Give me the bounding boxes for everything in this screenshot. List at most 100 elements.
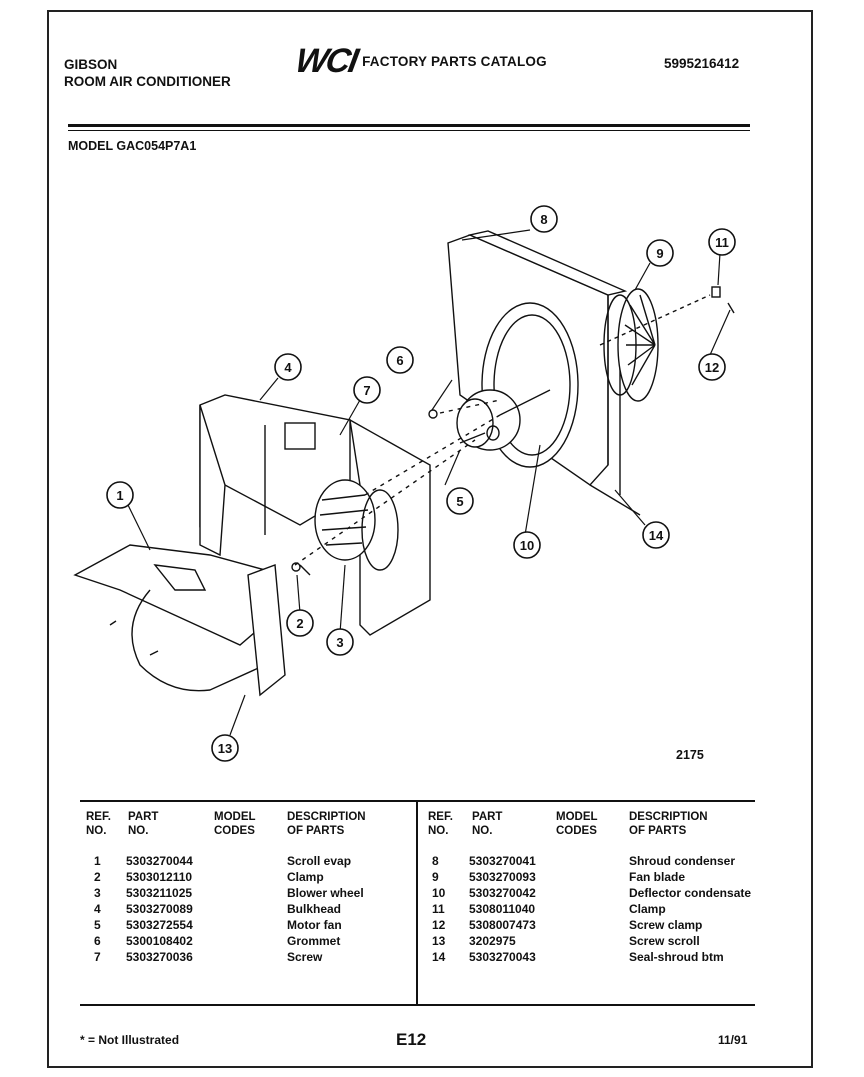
svg-text:14: 14 [649,528,664,543]
table-cell-ref: 12 [432,918,446,932]
svg-text:13: 13 [218,741,232,756]
table-cell-ref: 11 [432,902,445,916]
callout-2: 2 [286,609,314,637]
table-cell-desc: Shroud condenser [629,854,736,868]
header-desc-left: DESCRIPTION OF PARTS [287,811,366,837]
header-part-left: PART NO. [128,811,159,837]
scroll-evap-part [73,544,286,697]
table-cell-desc: Bulkhead [287,902,342,916]
page-number: E12 [396,1030,427,1049]
table-cell-ref: 14 [432,950,446,964]
callout-6: 6 [386,346,414,374]
callout-14: 14 [642,521,670,549]
table-cell-desc: Screw [287,950,323,964]
table-cell-part: 5303270036 [126,950,193,964]
table-cell-desc: Deflector condensate [629,886,752,900]
table-cell-desc: Scroll evap [287,854,352,868]
svg-text:11: 11 [715,235,729,250]
table-cell-ref: 7 [94,950,101,964]
table-cell-desc: Motor fan [287,918,342,932]
svg-text:10: 10 [520,538,534,553]
header-part-right: PART NO. [472,811,503,837]
model-line: MODEL GAC054P7A1 [68,139,197,153]
catalog-title: FACTORY PARTS CATALOG [362,53,547,69]
catalog-title-block: WCI FACTORY PARTS CATALOG [292,42,547,80]
table-cell-desc: Blower wheel [287,886,364,900]
table-cell-desc: Screw clamp [629,918,703,932]
svg-text:8: 8 [540,212,547,227]
header-model-right: MODEL CODES [556,811,598,837]
header-model-left: MODEL CODES [214,811,256,837]
exploded-parts-diagram: 8 9 11 12 6 7 4 5 10 14 1 2 3 13 [73,205,736,762]
header-rule-thick [68,124,750,127]
clamp-part [711,286,735,314]
table-cell-ref: 8 [432,854,439,868]
header-ref-right: REF. NO. [428,811,453,837]
callout-7: 7 [353,376,381,404]
table-cell-part: 5303270044 [126,854,193,868]
catalog-date: 11/91 [718,1033,748,1047]
table-cell-desc: Clamp [629,902,666,916]
header-rule-thin [68,130,750,131]
table-cell-ref: 6 [94,934,101,948]
table-cell-desc: Grommet [287,934,341,948]
table-cell-desc: Seal-shroud btm [629,950,724,964]
table-cell-part: 5303270089 [126,902,193,916]
table-cell-part: 5308011040 [469,902,536,916]
svg-text:5: 5 [456,494,463,509]
callout-4: 4 [274,353,302,381]
catalog-number: 5995216412 [664,56,740,71]
svg-text:12: 12 [705,360,719,375]
callout-12: 12 [698,353,726,381]
table-cell-part: 5303270093 [469,870,536,884]
header-ref-left: REF. NO. [86,811,111,837]
table-cell-part: 5308007473 [469,918,536,932]
table-divider [416,802,418,1004]
svg-text:4: 4 [284,360,292,375]
not-illustrated-note: * = Not Illustrated [80,1033,180,1047]
svg-text:2: 2 [296,616,303,631]
blower-housing-part [314,418,431,636]
callout-5: 5 [446,487,474,515]
page-frame [47,10,813,1068]
table-cell-part: 5303270043 [469,950,536,964]
table-cell-part: 3202975 [469,934,516,948]
table-cell-ref: 5 [94,918,101,932]
callout-11: 11 [708,228,736,256]
table-cell-ref: 10 [432,886,446,900]
table-cell-part: 5303272554 [126,918,193,932]
svg-text:9: 9 [656,246,663,261]
table-cell-ref: 2 [94,870,101,884]
table-top-rule [80,800,755,802]
table-cell-ref: 1 [94,854,101,868]
table-cell-desc: Fan blade [629,870,686,884]
shroud-condenser-part [447,230,641,516]
table-cell-part: 5303211025 [126,886,193,900]
callout-10: 10 [513,531,541,559]
brand-name: GIBSON [64,57,118,72]
brand-block: GIBSON ROOM AIR CONDITIONER [64,56,231,90]
product-name: ROOM AIR CONDITIONER [64,74,231,89]
callout-8: 8 [530,205,558,233]
table-cell-part: 5303270041 [469,854,536,868]
table-cell-desc: Screw scroll [629,934,700,948]
table-cell-ref: 4 [94,902,101,916]
table-cell-desc: Clamp [287,870,324,884]
callout-13: 13 [211,734,239,762]
figure-number: 2175 [676,748,704,762]
table-cell-ref: 3 [94,886,101,900]
callout-3: 3 [326,628,354,656]
table-cell-ref: 9 [432,870,439,884]
wci-logo: WCI [292,42,360,80]
table-bottom-rule [80,1004,755,1006]
table-cell-part: 5300108402 [126,934,193,948]
fan-blade-part [603,288,659,402]
callout-1: 1 [106,481,134,509]
table-cell-ref: 13 [432,934,446,948]
svg-text:3: 3 [336,635,343,650]
svg-text:7: 7 [363,383,370,398]
svg-text:1: 1 [116,488,123,503]
callout-9: 9 [646,239,674,267]
table-cell-part: 5303012110 [126,870,193,884]
svg-text:6: 6 [396,353,403,368]
